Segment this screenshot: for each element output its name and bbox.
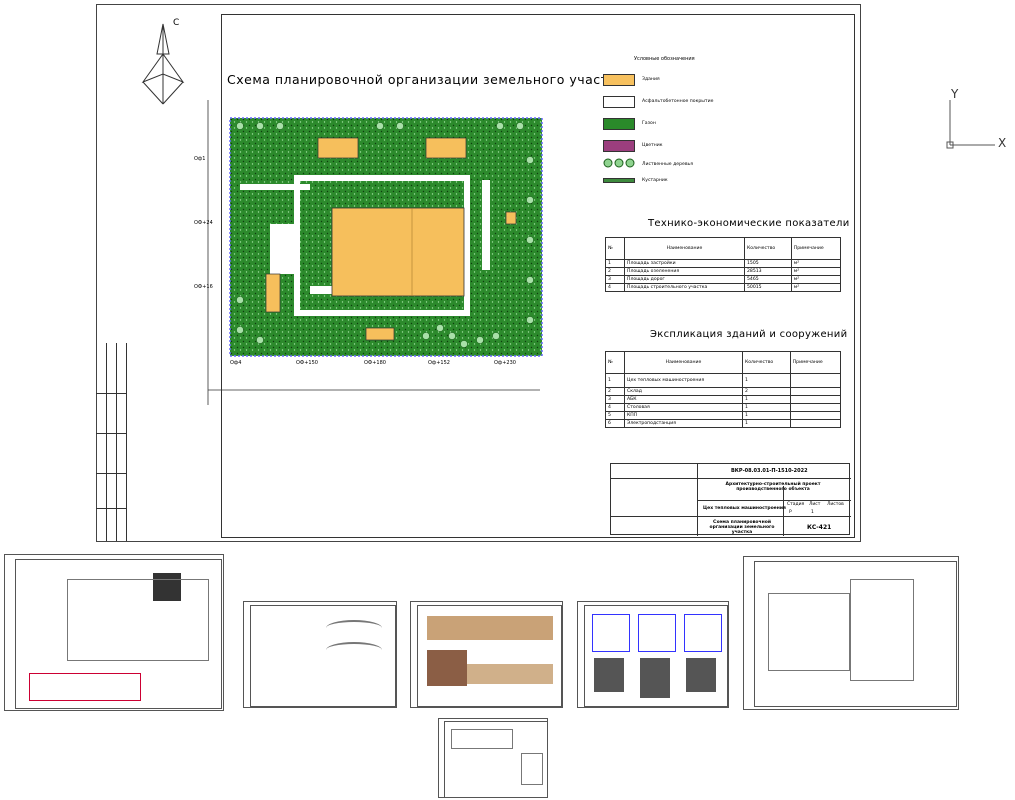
cell: 5 bbox=[605, 411, 625, 420]
axis-y-label: Y bbox=[951, 87, 959, 101]
sheet-thumbnail-6[interactable] bbox=[438, 718, 548, 798]
sheet-thumbnail-1[interactable] bbox=[4, 554, 224, 711]
cell: Наименование bbox=[624, 351, 743, 374]
legend-swatch-buildings bbox=[603, 74, 635, 86]
cell: 1 bbox=[741, 419, 791, 428]
legend-label: Лиственные деревья bbox=[642, 162, 694, 167]
cell: м² bbox=[790, 259, 842, 268]
cell: КПП bbox=[624, 411, 743, 420]
sheet-thumbnail-2[interactable] bbox=[243, 601, 397, 708]
cell: № bbox=[605, 237, 625, 260]
stamp-value-sheet: 1 bbox=[811, 510, 814, 515]
cell: Наименование bbox=[624, 237, 745, 260]
ucs-axis-icon bbox=[946, 100, 995, 149]
binding-strip bbox=[96, 343, 127, 541]
title-block: ВКР-08.03.01-П-1510-2022 Архитектурно-ст… bbox=[610, 463, 851, 536]
legend-swatch-flowerbed bbox=[603, 140, 635, 152]
cell: Площадь озеленения bbox=[624, 267, 745, 276]
stamp-sheet-name: Цех тепловых машиностроения bbox=[703, 506, 786, 511]
cell: Количество bbox=[743, 237, 792, 260]
cell: 5465 bbox=[743, 275, 792, 284]
site-label-bottom-3: ОФ+180 bbox=[364, 360, 386, 366]
cell: Электроподстанция bbox=[624, 419, 743, 428]
site-label-bottom-5: Оф+230 bbox=[494, 360, 516, 366]
cell: 1 bbox=[741, 373, 791, 388]
cell: Цех тепловых машиностроения bbox=[624, 373, 743, 388]
drawing-frame bbox=[221, 14, 855, 538]
site-label-left-1: Оф1 bbox=[194, 156, 206, 162]
stamp-drawing-name: Схема планировочной организации земельно… bbox=[709, 520, 775, 535]
stamp-value-stage: Р bbox=[789, 510, 792, 515]
cell: 2 bbox=[741, 387, 791, 396]
axis-x-label: X bbox=[998, 136, 1007, 150]
legend-trees-icon bbox=[603, 158, 635, 168]
stamp-org: Архитектурно-строительный проект произво… bbox=[725, 482, 821, 492]
tep-title: Технико-экономические показатели bbox=[648, 218, 850, 229]
legend-swatch-lawn bbox=[603, 118, 635, 130]
cell bbox=[789, 403, 842, 412]
north-arrow-icon bbox=[141, 23, 185, 105]
legend-label: Здания bbox=[642, 77, 660, 82]
legend-title: Условные обозначения bbox=[634, 56, 695, 62]
drawing-title: Схема планировочной организации земельно… bbox=[227, 72, 625, 87]
cell bbox=[789, 395, 842, 404]
cell: 2 bbox=[605, 387, 625, 396]
cell: 4 bbox=[605, 283, 625, 292]
stamp-group: КС-421 bbox=[807, 524, 832, 531]
cell: 1 bbox=[741, 411, 791, 420]
stamp-label-stage: Стадия bbox=[787, 502, 805, 507]
legend-label: Кустарник bbox=[642, 178, 668, 183]
sheet-thumbnail-5[interactable] bbox=[743, 556, 959, 710]
sheet-thumbnail-3[interactable] bbox=[410, 601, 563, 708]
cell: 2 bbox=[605, 267, 625, 276]
cell: м² bbox=[790, 283, 842, 292]
site-label-bottom-2: ОФ+150 bbox=[296, 360, 318, 366]
cell: 3 bbox=[605, 395, 625, 404]
cell: м² bbox=[790, 275, 842, 284]
cell: 50015 bbox=[743, 283, 792, 292]
stamp-label-sheets: Листов bbox=[827, 502, 844, 507]
site-label-left-2: ОФ+24 bbox=[194, 220, 213, 226]
cell: 6 bbox=[605, 419, 625, 428]
sheet-thumbnail-4[interactable] bbox=[577, 601, 729, 708]
stamp-label-sheet: Лист bbox=[809, 502, 821, 507]
cell: Примечание bbox=[789, 351, 842, 374]
cell: АБК bbox=[624, 395, 743, 404]
cell: 1 bbox=[741, 403, 791, 412]
site-label-left-3: ОФ+16 bbox=[194, 284, 213, 290]
cell bbox=[789, 411, 842, 420]
cell: Площадь дорог bbox=[624, 275, 745, 284]
cell: 3 bbox=[605, 275, 625, 284]
cell: Количество bbox=[741, 351, 791, 374]
cell: 1 bbox=[605, 259, 625, 268]
explication-title: Экспликация зданий и сооружений bbox=[650, 329, 848, 340]
cell: Столовая bbox=[624, 403, 743, 412]
cell: 28513 bbox=[743, 267, 792, 276]
cell: Площадь строительного участка bbox=[624, 283, 745, 292]
stamp-code: ВКР-08.03.01-П-1510-2022 bbox=[731, 468, 808, 474]
cell: Склад bbox=[624, 387, 743, 396]
legend-label: Асфальтобетонное покрытие bbox=[642, 99, 714, 104]
site-label-bottom-1: Оф4 bbox=[230, 360, 242, 366]
cell: 1505 bbox=[743, 259, 792, 268]
cell: Площадь застройки bbox=[624, 259, 745, 268]
cell: 1 bbox=[741, 395, 791, 404]
cell: 1 bbox=[605, 373, 625, 388]
site-plan[interactable] bbox=[200, 100, 550, 412]
cell: № bbox=[605, 351, 625, 374]
legend-label: Газон bbox=[642, 121, 656, 126]
cell bbox=[789, 419, 842, 428]
cell bbox=[789, 387, 842, 396]
cell: м² bbox=[790, 267, 842, 276]
cell: 4 bbox=[605, 403, 625, 412]
north-label: С bbox=[173, 18, 180, 28]
legend-swatch-asphalt bbox=[603, 96, 635, 108]
cell: Примечание bbox=[790, 237, 842, 260]
legend-swatch-shrubs bbox=[603, 178, 635, 183]
legend-label: Цветник bbox=[642, 143, 663, 148]
site-label-bottom-4: Оф+152 bbox=[428, 360, 450, 366]
cell bbox=[789, 373, 842, 388]
